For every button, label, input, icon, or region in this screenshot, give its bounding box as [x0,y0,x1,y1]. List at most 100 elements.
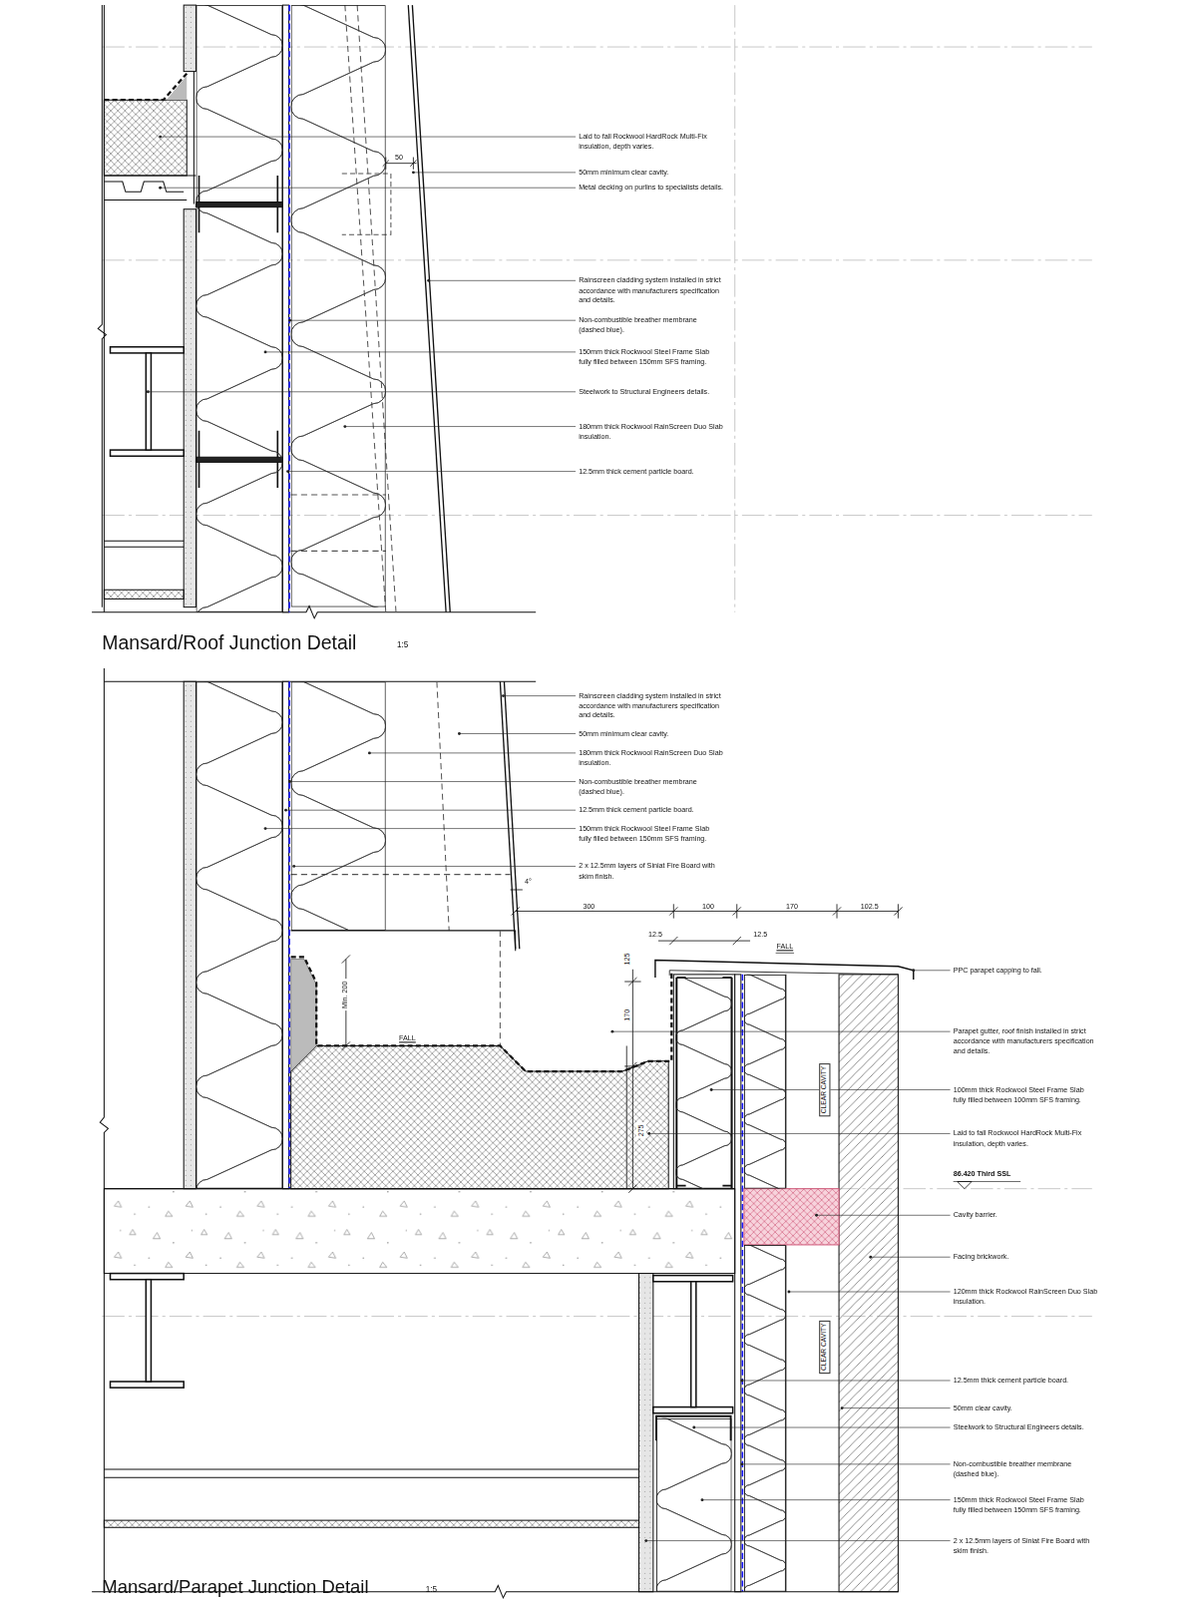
insulation-batt [291,567,387,1138]
roof-detail [183,4,196,71]
leader-line [913,969,951,971]
dimension-text: 100 [695,901,723,912]
parapet-detail [510,888,523,890]
annotation-note: 50mm clear cavity. [953,1402,1099,1413]
annotation-note: 150mm thick Rockwool Steel Frame Slab fu… [578,347,724,367]
insulation-batt [291,5,386,607]
annotation-note: Non-combustible breather membrane (dashe… [578,776,724,795]
leader-line [742,1379,951,1381]
insulation-batt [195,0,283,787]
leader-line [816,1214,951,1216]
parapet-detail [776,952,794,954]
dimension-text: 1:5 [396,639,417,651]
roof-detail [103,589,184,599]
insulation-batt [744,1244,786,1591]
leader-line [412,171,576,173]
annotation-note: Non-combustible breather membrane (dashe… [953,1459,1099,1479]
leader-dot [868,1255,872,1259]
roof-detail [103,73,187,101]
leader-line [290,781,576,783]
roof-detail [411,4,450,613]
roof-detail [195,202,283,208]
insulation-batt [656,1327,733,1600]
leader-dot [610,1030,614,1034]
grid-lines [101,259,1093,261]
parapet-detail [514,930,516,951]
roof-detail [357,4,396,613]
parapet-detail [499,681,515,949]
leader-line [146,135,951,1543]
grid-lines [734,4,736,613]
dimension-text: 300 [575,901,603,912]
roof-detail [407,4,446,613]
roof-detail [291,550,387,552]
insulation-batt [196,682,283,1188]
grid-lines [101,1315,1093,1317]
leader-line [160,136,576,138]
leader-dot [457,732,461,736]
parapet-detail [838,974,898,1592]
dimension-text: 170 [779,901,806,912]
leader-dot [368,751,372,755]
roof-detail [103,199,187,201]
leader-dot [788,1290,792,1294]
roof-detail [145,353,151,450]
annotation-note: Facing brickwork. [953,1251,1099,1262]
leader-dot [692,1426,696,1430]
leader-line [428,280,576,282]
annotation-note: 150mm thick Rockwool Steel Frame Slab fu… [578,822,724,842]
parapet-detail [653,1407,734,1414]
leader-dot [740,1462,744,1466]
leader-line [294,865,576,867]
leader-line [458,733,576,735]
annotation-note: PPC parapet capping to fall. [953,965,1099,976]
dimension-text: Min. 200 [340,979,351,1012]
dimension-text: 50 [391,151,407,162]
roof-detail [193,71,195,205]
leader-dot [647,1132,651,1136]
insulation-batt [676,977,732,1188]
annotation-note: 50mm minimum clear cavity. [578,728,724,739]
insulation-batt [195,0,283,787]
leader-line [646,1540,951,1542]
annotation-note: Non-combustible breather membrane (dashe… [578,315,724,335]
parapet-detail [145,1279,151,1382]
roof-detail [166,75,187,101]
leader-dot [158,135,162,139]
parapet-detail [103,1477,639,1479]
parapet-detail [658,936,751,945]
leader-dot [501,694,505,698]
leader-line [841,1407,950,1409]
insulation-batt [195,577,283,1359]
dimension-text: 275 [636,1122,647,1139]
annotation-note: Laid to fall Rockwool HardRock Multi-Fix… [578,131,724,151]
roof-detail [183,209,196,608]
leader-line [694,1427,951,1429]
insulation-batt [675,909,732,1314]
dimension-text: 125 [621,951,632,968]
leader-dot [840,1406,844,1410]
roof-detail [282,4,289,613]
roof-detail [288,4,291,613]
parapet-detail [99,668,108,1592]
roof-detail [342,173,392,235]
parapet-detail [957,1182,972,1189]
annotation-note: 100mm thick Rockwool Steel Frame Slab fu… [953,1084,1099,1104]
annotation-note: 12.5mm thick cement particle board. [953,1375,1099,1386]
dimension-text: 12.5 [749,929,773,940]
parapet-detail [436,681,449,931]
annotation-note: 180mm thick Rockwool RainScreen Duo Slab… [578,420,724,440]
roof-detail [91,4,536,619]
leader-line [285,809,576,811]
insulation-batt [744,1194,787,1600]
leader-dot [288,780,292,784]
annotation-note: 50mm minimum clear cavity. [578,167,724,178]
grid-lines [101,514,1093,516]
roof-detail [103,99,187,176]
parapet-detail [735,974,742,1592]
parapet-detail [91,668,1021,1598]
leader-line [369,752,576,754]
leader-dot [710,1088,714,1092]
insulation-batt [291,682,386,931]
